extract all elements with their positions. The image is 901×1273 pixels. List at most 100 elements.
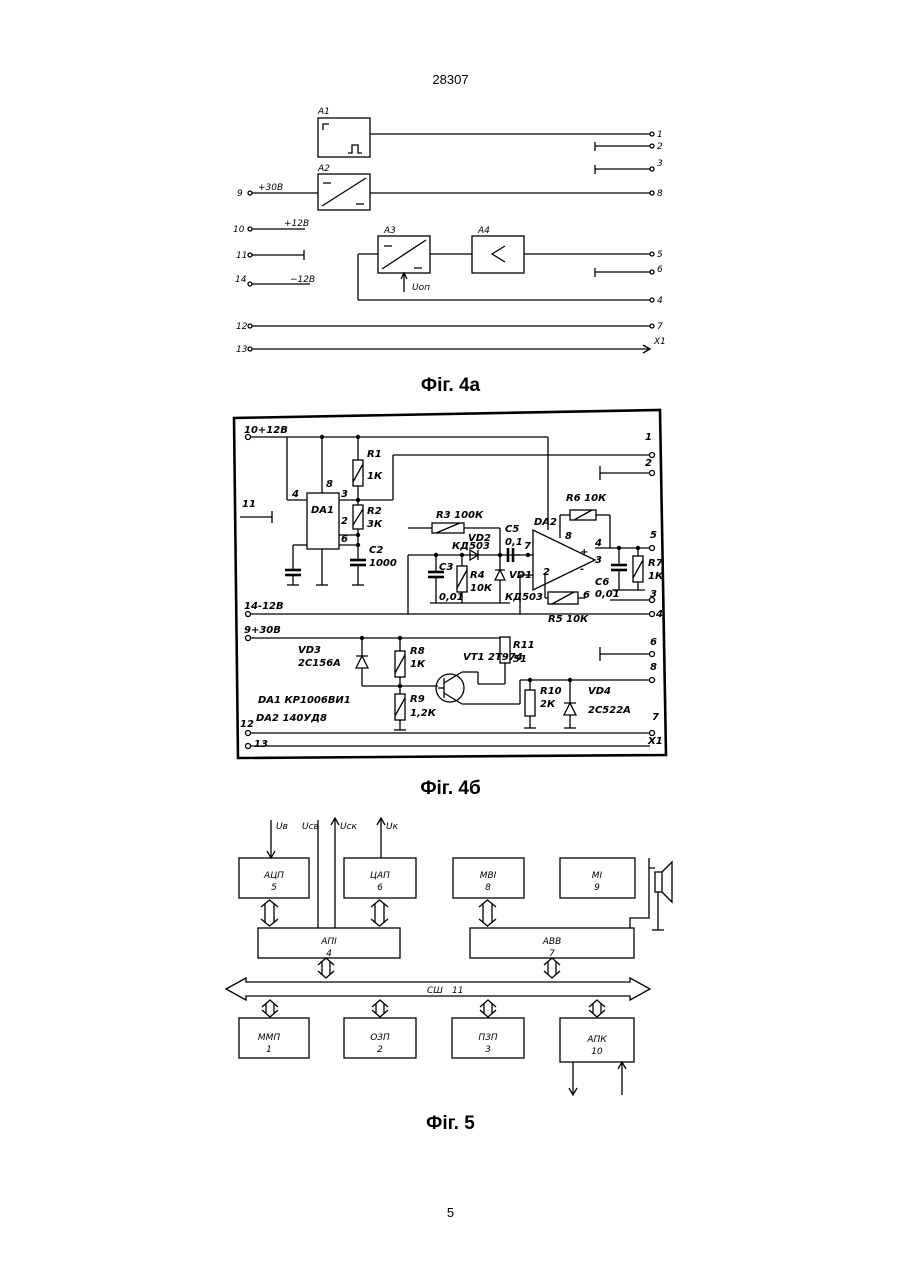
- a-term-4: 4: [657, 296, 663, 306]
- b-r4: R4: [470, 570, 485, 581]
- b-da2-pin2: 2: [543, 567, 550, 578]
- block-avv-name: АВВ: [542, 937, 562, 947]
- b-rail-low: 9+30В: [244, 625, 281, 636]
- b-vd3t: 2С156А: [298, 658, 341, 669]
- b-da2-pin7: 7: [524, 541, 531, 552]
- a-lterm-12: 12: [236, 322, 248, 332]
- block-pzp-num: 3: [485, 1045, 491, 1055]
- a-term-2: 2: [657, 142, 663, 152]
- a-term-x1: X1: [653, 337, 666, 347]
- signal-ucb: Uсв: [302, 822, 319, 832]
- a-term-6: 6: [657, 265, 663, 275]
- b-c2v: 1000: [369, 558, 397, 569]
- b-pin-3: 3: [341, 489, 348, 500]
- b-term-13: 13: [254, 739, 268, 750]
- block-a2-label: A2: [317, 164, 330, 174]
- b-da2-pin8: 8: [565, 531, 572, 542]
- b-r1: R1: [367, 449, 382, 460]
- b-pin-4: 4: [291, 489, 299, 500]
- b-da2-label: DA2: [534, 517, 557, 528]
- b-term-12: 12: [240, 719, 254, 730]
- fig4a-caption: Фіг. 4а: [0, 375, 901, 397]
- b-c3: C3: [439, 562, 453, 573]
- fig5-diagram: Uв Uсв Uск Uк АЦП 5 ЦАП 6 МВІ 8 МІ 9: [226, 818, 672, 1095]
- b-r9: R9: [410, 694, 425, 705]
- block-acp-name: АЦП: [263, 871, 284, 881]
- b-da2-minus: -: [580, 564, 584, 575]
- a-lterm-11: 11: [236, 251, 247, 261]
- b-term-3: 3: [650, 589, 657, 600]
- block-mi-name: МІ: [592, 871, 603, 881]
- b-da1-label: DA1: [311, 505, 334, 516]
- b-term-2: 2: [645, 458, 652, 469]
- block-a4: [472, 236, 524, 273]
- b-pin-2: 2: [341, 516, 348, 527]
- block-a4-label: A4: [477, 226, 490, 236]
- b-r2: R2: [367, 506, 382, 517]
- block-acp-num: 5: [271, 883, 277, 893]
- pulse-icon: [323, 124, 362, 153]
- a-v30-label: +30В: [258, 183, 283, 193]
- b-da2-plus: +: [580, 547, 588, 558]
- block-mvi-name: МВІ: [480, 871, 497, 881]
- b-term-4: 4: [655, 609, 663, 620]
- block-mvi-num: 8: [485, 883, 491, 893]
- a-v12p-label: +12В: [284, 219, 309, 229]
- b-r11v: 51: [513, 654, 527, 665]
- b-c3v: 0,01: [439, 592, 464, 603]
- a-v12n-label: −12В: [290, 275, 315, 285]
- b-term-5: 5: [650, 530, 657, 541]
- b-r3: R3 100К: [436, 510, 484, 521]
- fig4b-diagram: 10+12В 4 8 DA1 3 2 6 R1 1К R2 3К: [234, 410, 666, 758]
- b-c6: C6: [595, 577, 609, 588]
- a-term-8: 8: [657, 189, 663, 199]
- a-term-3: 3: [657, 159, 663, 169]
- b-c5v: 0,1: [505, 537, 523, 548]
- b-pin-6: 6: [341, 534, 348, 545]
- block-mi-num: 9: [594, 883, 600, 893]
- b-term-11: 11: [242, 499, 256, 510]
- block-a1-label: A1: [317, 107, 330, 117]
- b-da2-pin6: 6: [583, 590, 590, 601]
- block-api-num: 4: [326, 949, 332, 959]
- block-mmp-name: ММП: [258, 1033, 281, 1043]
- resistor-r10: [525, 690, 535, 716]
- b-vd4: VD4: [588, 686, 611, 697]
- b-term-8: 8: [650, 662, 657, 673]
- b-da2-pin3: 3: [595, 555, 602, 566]
- b-pin-8: 8: [326, 479, 333, 490]
- b-r7: R7: [648, 558, 663, 569]
- b-c2: C2: [369, 545, 383, 556]
- b-note-da1: DA1 КР1006ВИ1: [258, 695, 351, 706]
- b-rail-top: 10+12В: [244, 425, 288, 436]
- block-mmp-num: 1: [266, 1045, 272, 1055]
- a-lterm-10: 10: [233, 225, 245, 235]
- b-term-7: 7: [652, 712, 659, 723]
- a-lterm-14: 14: [235, 275, 247, 285]
- a-term-1: 1: [657, 130, 663, 140]
- block-apk-num: 10: [591, 1047, 603, 1057]
- block-pzp-name: ПЗП: [478, 1033, 498, 1043]
- b-r5: R5 10К: [548, 614, 589, 625]
- block-cap-num: 6: [377, 883, 383, 893]
- b-vd4t: 2С522А: [588, 705, 631, 716]
- b-rail-mid: 14-12В: [244, 601, 284, 612]
- signal-uck: Uск: [340, 822, 358, 832]
- page-number: 5: [0, 1205, 901, 1220]
- block-cap-name: ЦАП: [370, 871, 390, 881]
- block-ozp-name: ОЗП: [370, 1033, 390, 1043]
- b-r4v: 10К: [470, 583, 493, 594]
- fig4a-diagram: A1 1 2 3 A2 9 +30В 8 10 +12В 11 14 −12В: [233, 107, 666, 355]
- signal-uk: Uк: [386, 822, 399, 832]
- b-term-1: 1: [645, 432, 652, 443]
- fig4b-caption: Фіг. 4б: [0, 778, 901, 800]
- b-r1v: 1К: [367, 471, 383, 482]
- b-r7v: 1К: [648, 571, 664, 582]
- b-term-6: 6: [650, 637, 657, 648]
- speaker-icon: [655, 872, 662, 892]
- block-a3-label: A3: [383, 226, 396, 236]
- b-r10: R10: [540, 686, 562, 697]
- b-note-da2: DA2 140УД8: [256, 713, 327, 724]
- block-apk-name: АПК: [586, 1035, 607, 1045]
